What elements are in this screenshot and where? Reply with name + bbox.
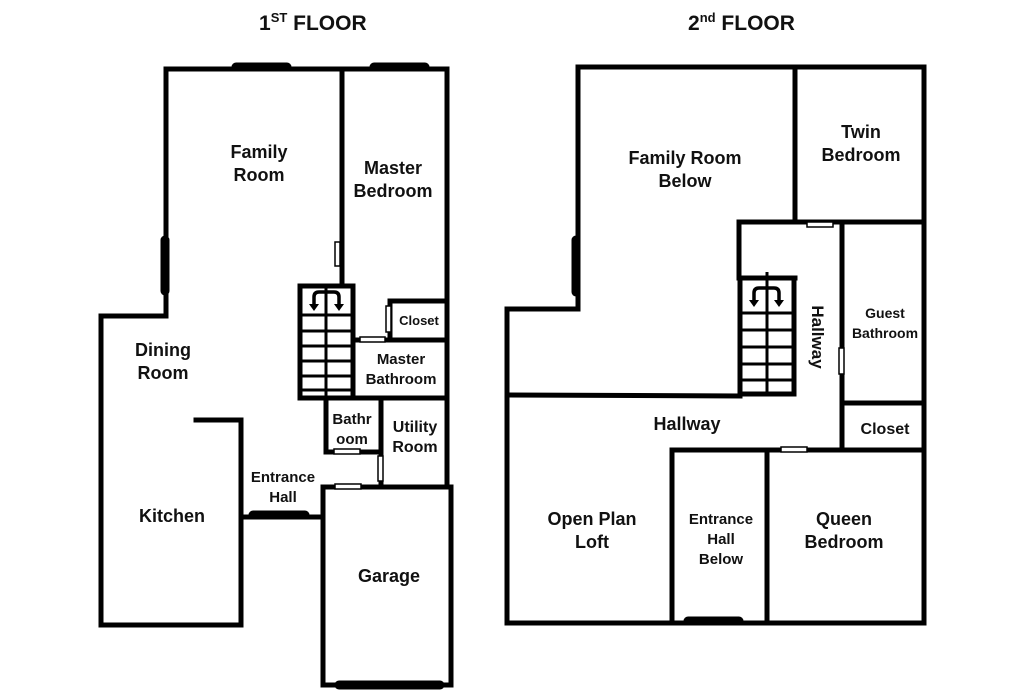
second-floor-plan: 2nd FLOOR (504, 10, 927, 626)
door (838, 347, 845, 375)
room-label-garage: Garage (358, 566, 420, 586)
door (359, 336, 386, 343)
outer-wall (504, 64, 927, 626)
door (334, 241, 341, 267)
room-label-closet: Closet (399, 313, 439, 328)
door (333, 448, 361, 455)
second-floor-title: 2nd FLOOR (688, 10, 795, 35)
door (377, 455, 384, 482)
room-label-hallway: Hallway (653, 414, 720, 434)
first-floor-title: 1ST FLOOR (259, 10, 367, 35)
door (334, 483, 362, 490)
room-label-hallway-vertical: Hallway (808, 305, 827, 369)
door (385, 305, 392, 333)
stair-direction-arrow-icon (309, 290, 344, 311)
door (780, 446, 808, 453)
guest-bath-walls (839, 221, 927, 453)
stair-direction-arrow-icon (749, 286, 784, 307)
staircase (297, 283, 356, 401)
hallway-wall (504, 392, 743, 399)
room-label-closet: Closet (861, 421, 911, 438)
room-label-kitchen: Kitchen (139, 506, 205, 526)
stair-enclosure (736, 219, 798, 281)
garage-walls (320, 484, 454, 688)
first-floor-plan: 1ST FLOOR (98, 10, 454, 690)
door (806, 221, 834, 228)
staircase (737, 272, 797, 397)
